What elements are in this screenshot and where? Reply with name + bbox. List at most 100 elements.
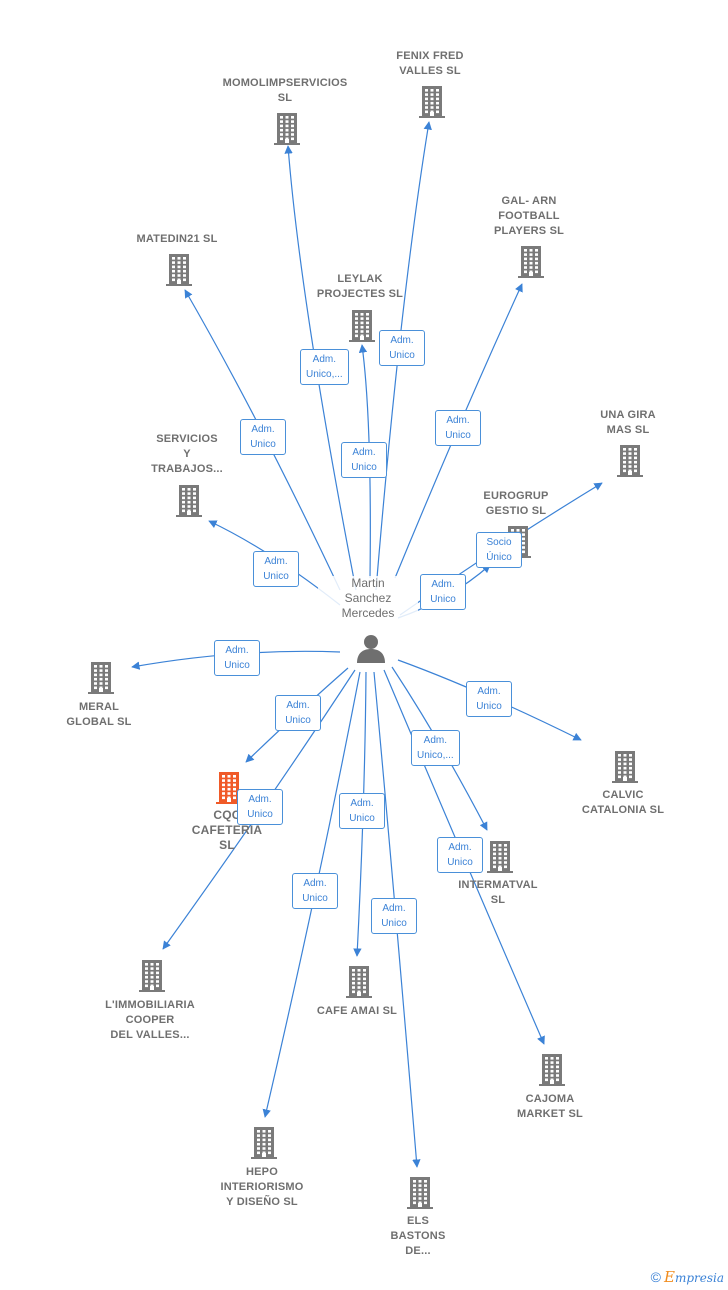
person-node[interactable] [356, 633, 386, 663]
relation-label-hepo[interactable]: Adm.Unico [292, 873, 338, 909]
relation-label-cqc[interactable]: Adm.Unico [275, 695, 321, 731]
relation-label-line: Unico [349, 813, 375, 824]
building-icon[interactable] [418, 84, 446, 118]
relation-label-line: Adm. [382, 903, 406, 914]
relation-label-line: Unico [447, 857, 473, 868]
relation-label-els-bastons[interactable]: Adm.Unico [371, 898, 417, 934]
company-name[interactable]: LEYLAK PROJECTES SL [290, 272, 430, 302]
relation-label-limmobiliaria[interactable]: Adm. Unico [237, 789, 283, 825]
relation-label-cajoma[interactable]: Adm.Unico [437, 837, 483, 873]
company-name-line: CATALONIA SL [581, 804, 665, 816]
relation-label-line: Adm. [350, 798, 374, 809]
relation-edge-momolimp [284, 145, 357, 591]
building-icon[interactable] [87, 660, 115, 694]
company-name[interactable]: EUROGRUP GESTIO SL [446, 489, 586, 519]
relation-label-line: Adm. [286, 700, 310, 711]
relation-label-matedin[interactable]: Adm. Unico [240, 419, 286, 455]
company-name-line: INTERMATVAL [458, 879, 538, 891]
relation-label-line: Unico [351, 462, 377, 473]
building-icon[interactable] [538, 1052, 566, 1086]
building-icon[interactable] [138, 958, 166, 992]
company-name-line: GLOBAL SL [66, 716, 132, 728]
company-name[interactable]: CAFE AMAI SL [287, 1004, 427, 1019]
building-icon[interactable] [616, 443, 644, 477]
building-icon[interactable] [165, 252, 193, 286]
company-name-line: CAFETERIA [191, 823, 263, 837]
relation-label-line: Adm. [352, 447, 376, 458]
company-name-line: PROJECTES SL [316, 288, 404, 300]
relation-label-line: Unico [389, 350, 415, 361]
empresia-brand[interactable]: ©Empresia [651, 1268, 724, 1286]
relation-label-line: Adm. [431, 579, 455, 590]
company-name[interactable]: MATEDIN21 SL [107, 232, 247, 247]
company-name-line: LEYLAK [337, 273, 383, 285]
company-name-line: TRABAJOS... [151, 463, 223, 475]
company-name[interactable]: MOMOLIMPSERVICIOS SL [215, 76, 355, 106]
company-name[interactable]: MERAL GLOBAL SL [29, 700, 169, 730]
company-name-line: VALLES SL [399, 65, 461, 77]
brand-initial: E [663, 1268, 675, 1286]
relation-label-line: Unico [247, 809, 273, 820]
company-name-line: MAS SL [606, 424, 650, 436]
relation-label-line: Adm. [303, 878, 327, 889]
company-name-line: MOMOLIMPSERVICIOS [222, 77, 348, 89]
person-name-line: Sanchez [344, 591, 392, 605]
relation-label-gal-arn[interactable]: Adm.Unico [435, 410, 481, 446]
company-name-line: PLAYERS SL [493, 225, 565, 237]
relation-label-servicios[interactable]: Adm.Unico [253, 551, 299, 587]
relation-label-intermatval[interactable]: Adm.Unico,... [411, 730, 460, 766]
relation-label-line: Unico,... [417, 750, 454, 761]
company-name-line: MERAL [78, 701, 120, 713]
company-name-line: ELS [407, 1215, 429, 1227]
company-name-line: L'IMMOBILIARIA [105, 999, 195, 1011]
building-icon[interactable] [611, 749, 639, 783]
company-name-line: GESTIO SL [485, 505, 547, 517]
relation-edge-leylak [358, 344, 371, 579]
building-icon[interactable] [175, 483, 203, 517]
relation-label-meral[interactable]: Adm.Unico [214, 640, 260, 676]
relation-label-leylak[interactable]: Adm. Unico [341, 442, 387, 478]
company-name-line: GAL- ARN [501, 195, 557, 207]
relation-label-line: Unico [476, 701, 502, 712]
company-name-line: EUROGRUP [483, 490, 549, 502]
person-name-line: Mercedes [341, 606, 395, 620]
building-icon[interactable] [250, 1125, 278, 1159]
building-icon[interactable] [273, 111, 301, 145]
company-name[interactable]: FENIX FRED VALLES SL [360, 49, 500, 79]
relation-label-line: Adm. [248, 794, 272, 805]
relation-label-line: Adm. [251, 424, 275, 435]
person-name: Martin Sanchez Mercedes [318, 576, 418, 621]
company-name-line: DEL VALLES... [110, 1029, 190, 1041]
relation-label-calvic[interactable]: Adm.Unico [466, 681, 512, 717]
relation-label-momolimp[interactable]: Adm.Unico,... [300, 349, 349, 385]
company-name-line: CALVIC [602, 789, 644, 801]
building-icon[interactable] [348, 308, 376, 342]
company-name-line: INTERIORISMO [220, 1181, 304, 1193]
building-icon[interactable] [517, 244, 545, 278]
relation-label-line: Unico [250, 439, 276, 450]
company-name-line: Y DISEÑO SL [226, 1196, 298, 1208]
relation-label-fenix[interactable]: Adm.Unico [379, 330, 425, 366]
company-name[interactable]: L'IMMOBILIARIA COOPER DEL VALLES... [80, 998, 220, 1043]
company-name[interactable]: CALVIC CATALONIA SL [553, 788, 693, 818]
building-icon[interactable] [486, 839, 514, 873]
company-name-line: COOPER [125, 1014, 175, 1026]
company-name-line: MARKET SL [517, 1108, 583, 1120]
building-icon[interactable] [345, 964, 373, 998]
relation-label-cafe-amai[interactable]: Adm. Unico [339, 793, 385, 829]
building-icon[interactable] [406, 1175, 434, 1209]
copyright-symbol: © [650, 1269, 661, 1285]
building-icon[interactable] [215, 770, 243, 804]
company-name-line: SL [277, 92, 293, 104]
company-name-line: FENIX FRED [396, 50, 464, 62]
relation-label-eurogrup[interactable]: Adm.Unico [420, 574, 466, 610]
